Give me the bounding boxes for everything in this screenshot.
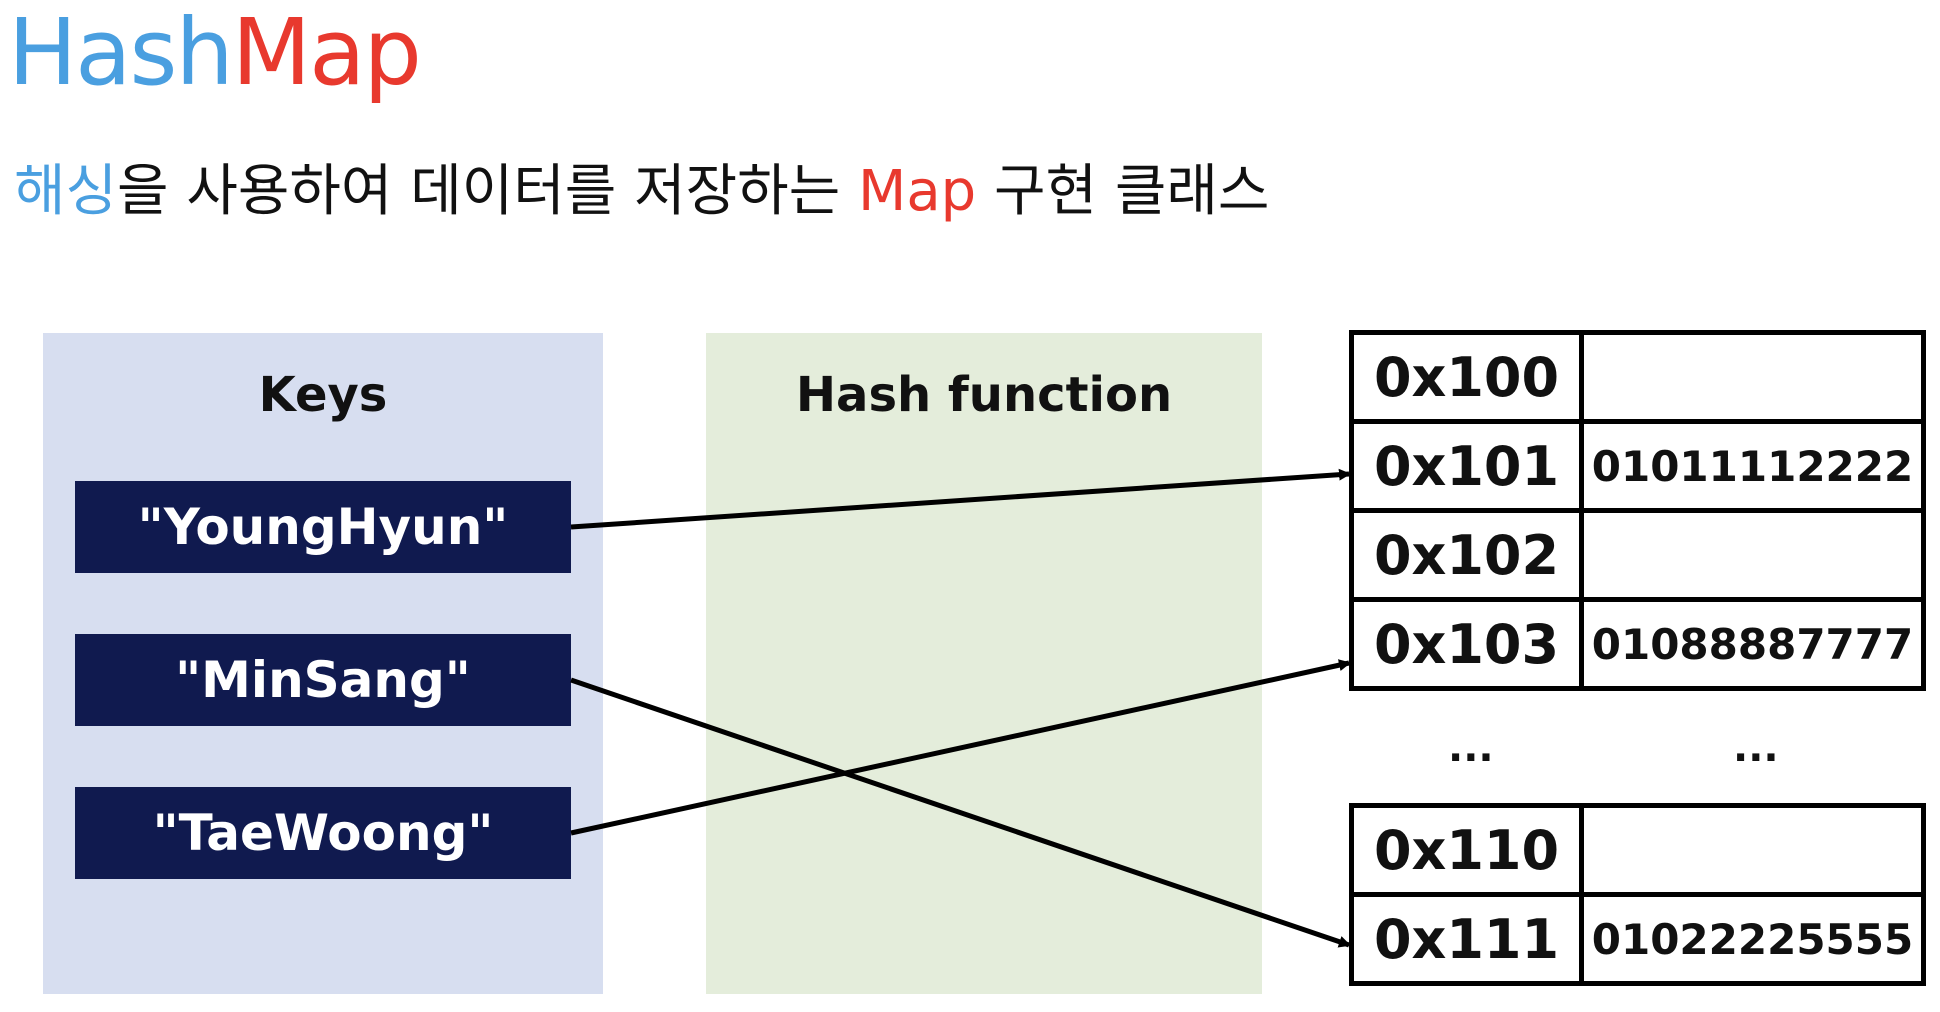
subtitle-map-word: Map (858, 159, 977, 224)
page-title: HashMap (8, 0, 422, 106)
bucket-row: 0x103 01088887777 (1349, 597, 1926, 691)
bucket-address: 0x111 (1349, 892, 1584, 986)
bucket-value (1579, 803, 1926, 897)
subtitle-text: 을 사용하여 데이터를 저장하는 (117, 159, 859, 224)
keys-panel-title: Keys (258, 367, 388, 423)
bucket-value: 01011112222 (1579, 419, 1926, 513)
bucket-value: 01088887777 (1579, 597, 1926, 691)
bucket-value (1579, 508, 1926, 602)
bucket-address: 0x110 (1349, 803, 1584, 897)
bucket-row: 0x100 (1349, 330, 1926, 424)
key-box-taewoong: "TaeWoong" (75, 787, 571, 879)
bucket-value: 01022225555 (1579, 892, 1926, 986)
bucket-table-bottom: 0x110 0x111 01022225555 (1349, 803, 1926, 986)
hash-function-panel-title: Hash function (795, 367, 1173, 423)
subtitle-text-end: 구현 클래스 (976, 159, 1270, 224)
title-map: Map (231, 0, 422, 106)
bucket-value (1579, 330, 1926, 424)
title-hash: Hash (8, 0, 234, 106)
key-box-minsang: "MinSang" (75, 634, 571, 726)
bucket-address: 0x103 (1349, 597, 1584, 691)
hash-function-panel: Hash function (706, 333, 1262, 994)
bucket-address: 0x101 (1349, 419, 1584, 513)
ellipsis-value: ... (1733, 725, 1779, 771)
bucket-address: 0x102 (1349, 508, 1584, 602)
key-box-younghyun: "YoungHyun" (75, 481, 571, 573)
bucket-table-top: 0x100 0x101 01011112222 0x102 0x103 0108… (1349, 330, 1926, 691)
subtitle-highlight: 해싱 (14, 159, 118, 224)
bucket-address: 0x100 (1349, 330, 1584, 424)
bucket-row: 0x110 (1349, 803, 1926, 897)
bucket-row: 0x101 01011112222 (1349, 419, 1926, 513)
page-subtitle: 해싱을 사용하여 데이터를 저장하는 Map 구현 클래스 (14, 159, 1270, 224)
bucket-row: 0x102 (1349, 508, 1926, 602)
ellipsis-address: ... (1448, 725, 1494, 771)
bucket-row: 0x111 01022225555 (1349, 892, 1926, 986)
